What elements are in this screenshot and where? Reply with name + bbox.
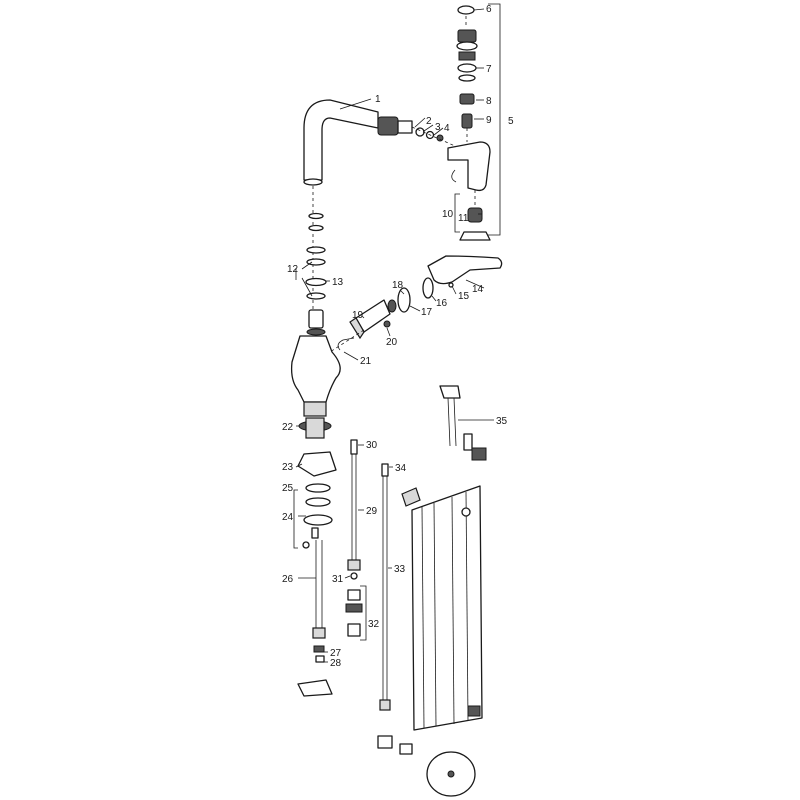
callout-9: 9 bbox=[486, 115, 492, 126]
callout-29: 29 bbox=[366, 506, 378, 517]
callout-28: 28 bbox=[330, 658, 342, 669]
callout-11: 11 bbox=[458, 213, 469, 224]
callout-3: 3 bbox=[435, 122, 441, 133]
callout-23: 23 bbox=[282, 462, 294, 473]
group-brackets bbox=[293, 3, 501, 641]
callout-14: 14 bbox=[472, 284, 484, 295]
callout-18: 18 bbox=[392, 280, 404, 291]
callout-33: 33 bbox=[394, 564, 406, 575]
callout-24: 24 bbox=[282, 512, 294, 523]
callout-4: 4 bbox=[444, 123, 450, 134]
callout-13: 13 bbox=[332, 277, 344, 288]
callout-20: 20 bbox=[386, 337, 398, 348]
callout-30: 30 bbox=[366, 440, 378, 451]
callout-10: 10 bbox=[442, 209, 454, 220]
supply-hoses bbox=[345, 439, 393, 749]
mounting-rail bbox=[399, 485, 483, 797]
lever-handle bbox=[427, 255, 503, 288]
faucet-body bbox=[290, 335, 341, 439]
callout-35: 35 bbox=[496, 416, 508, 427]
pull-out-hose bbox=[305, 186, 327, 336]
callout-25: 25 bbox=[282, 483, 294, 494]
callout-22: 22 bbox=[282, 422, 294, 433]
callout-1: 1 bbox=[375, 94, 381, 105]
callout-5: 5 bbox=[508, 116, 514, 127]
callout-labels: 1 2 3 4 5 6 7 8 9 10 11 12 13 14 15 16 1… bbox=[282, 4, 514, 669]
callout-34: 34 bbox=[395, 463, 407, 474]
callout-17: 17 bbox=[421, 307, 433, 318]
clamp-tool bbox=[439, 385, 487, 461]
callout-8: 8 bbox=[486, 96, 492, 107]
cartridge-assembly bbox=[329, 277, 434, 353]
callout-32: 32 bbox=[368, 619, 380, 630]
callout-21: 21 bbox=[360, 356, 372, 367]
callout-26: 26 bbox=[282, 574, 294, 585]
callout-16: 16 bbox=[436, 298, 448, 309]
callout-2: 2 bbox=[426, 116, 432, 127]
callout-12: 12 bbox=[287, 264, 299, 275]
callout-15: 15 bbox=[458, 291, 470, 302]
callout-19: 19 bbox=[352, 310, 364, 321]
spray-head-stack bbox=[447, 5, 491, 241]
spout-connector bbox=[377, 116, 456, 147]
callout-7: 7 bbox=[486, 64, 492, 75]
spout bbox=[303, 99, 379, 186]
mounting-set bbox=[297, 451, 337, 697]
callout-6: 6 bbox=[486, 4, 492, 15]
leader-lines bbox=[295, 8, 494, 663]
callout-27: 27 bbox=[330, 648, 342, 659]
callout-31: 31 bbox=[332, 574, 344, 585]
